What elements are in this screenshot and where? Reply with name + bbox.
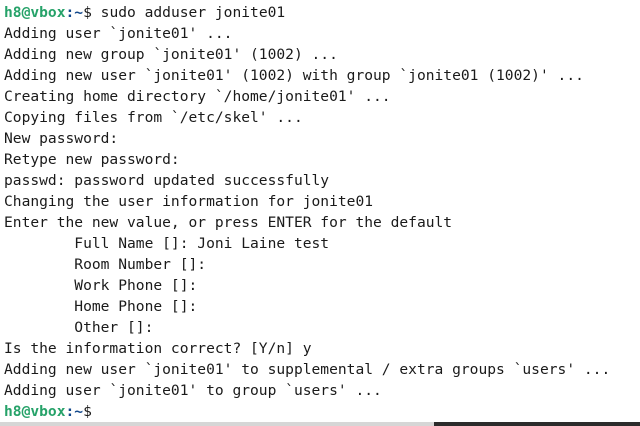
- output-line: Home Phone []:: [4, 298, 198, 315]
- prompt-path: :~: [65, 4, 84, 21]
- output-line: Room Number []:: [4, 256, 207, 273]
- command-line: h8@vbox:~$ sudo adduser jonite01: [4, 2, 640, 23]
- text-cursor: [101, 402, 110, 419]
- output-line: Other []:: [4, 319, 154, 336]
- output-line: Retype new password:: [4, 151, 180, 168]
- output-line: New password:: [4, 130, 119, 147]
- prompt-user: h8@vbox: [4, 403, 66, 420]
- output-line: Work Phone []:: [4, 277, 198, 294]
- output-line: Adding user `jonite01' ...: [4, 25, 233, 42]
- prompt-user: h8@vbox: [4, 4, 66, 21]
- output-line: Adding new user `jonite01' to supplement…: [4, 361, 611, 378]
- output-line: Enter the new value, or press ENTER for …: [4, 214, 453, 231]
- prompt-path: :~: [65, 403, 84, 420]
- output-line: passwd: password updated successfully: [4, 172, 330, 189]
- output-line: Adding new group `jonite01' (1002) ...: [4, 46, 338, 63]
- output-line: Changing the user information for jonite…: [4, 193, 374, 210]
- window-bottom-edge: [0, 422, 640, 426]
- output-line: Adding user `jonite01' to group `users' …: [4, 382, 382, 399]
- prompt-symbol: $: [83, 4, 101, 21]
- bottom-edge-left: [0, 422, 434, 426]
- command-text: sudo adduser jonite01: [100, 4, 286, 21]
- output-line: Full Name []: Joni Laine test: [4, 235, 330, 252]
- final-prompt-line[interactable]: h8@vbox:~$: [4, 401, 640, 422]
- bottom-edge-right: [434, 422, 640, 426]
- output-line: Is the information correct? [Y/n] y: [4, 340, 312, 357]
- prompt-symbol: $: [83, 403, 101, 420]
- output-line: Creating home directory `/home/jonite01'…: [4, 88, 391, 105]
- output-line: Copying files from `/etc/skel' ...: [4, 109, 303, 126]
- output-line: Adding new user `jonite01' (1002) with g…: [4, 67, 584, 84]
